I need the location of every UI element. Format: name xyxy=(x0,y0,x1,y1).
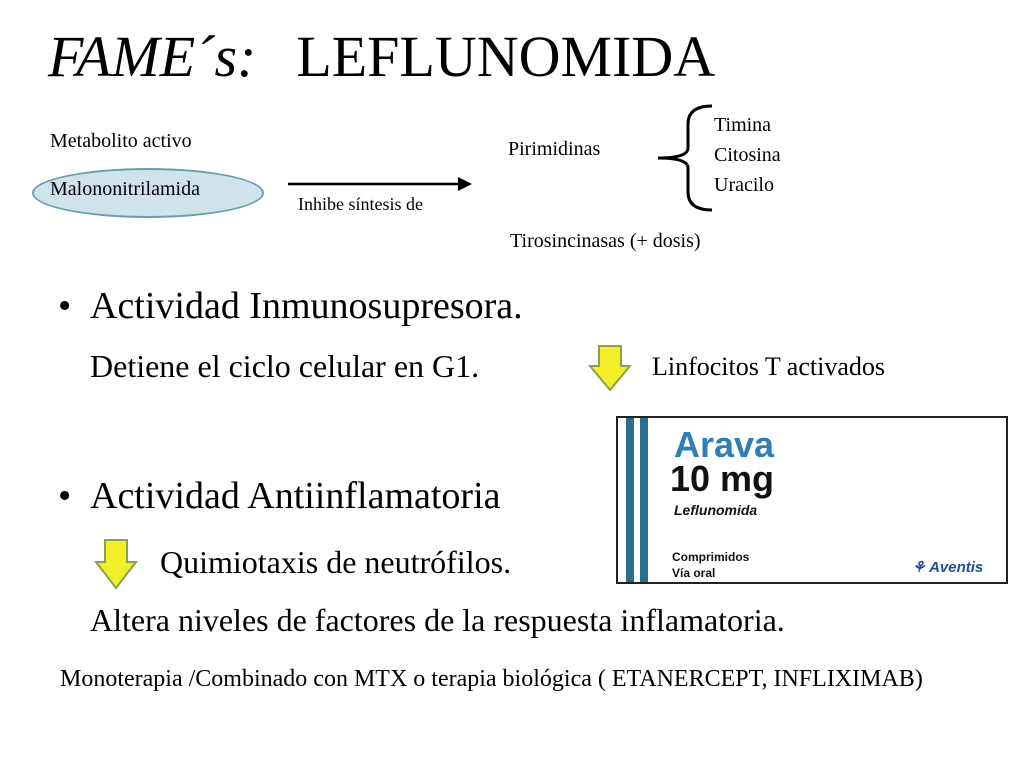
title-main: LEFLUNOMIDA xyxy=(296,24,716,89)
pyrimidine-item: Uracilo xyxy=(714,174,774,196)
cell-cycle-text: Detiene el ciclo celular en G1. xyxy=(90,348,480,384)
chemotaxis-text: Quimiotaxis de neutrófilos. xyxy=(160,544,512,580)
bullet-text: Actividad Antiinflamatoria xyxy=(90,475,501,517)
bullet-immunosuppressive: • Actividad Inmunosupresora. xyxy=(58,284,523,328)
pyrimidine-item: Timina xyxy=(714,114,772,136)
title-italic: FAME´s: xyxy=(48,24,257,89)
product-route: Vía oral xyxy=(672,566,716,580)
therapy-note: Monoterapia /Combinado con MTX o terapia… xyxy=(60,666,923,692)
tyrosine-kinases-label: Tirosincinasas (+ dosis) xyxy=(510,230,701,252)
bullet-antiinflammatory: • Actividad Antiinflamatoria xyxy=(58,474,501,518)
metabolite-name: Malononitrilamida xyxy=(50,178,200,200)
product-brand: Arava xyxy=(674,424,775,465)
arrow-label: Inhibe síntesis de xyxy=(298,194,423,214)
metabolite-label: Metabolito activo xyxy=(50,130,192,152)
maker-logo-icon: ⚘ xyxy=(912,559,930,576)
bullet-text: Actividad Inmunosupresora. xyxy=(90,285,523,327)
inhibit-arrow xyxy=(288,177,472,191)
slide-title: FAME´s:LEFLUNOMIDA xyxy=(48,28,715,86)
bullet-dot: • xyxy=(58,285,72,327)
product-form: Comprimidos xyxy=(672,550,750,564)
pyrimidine-item: Citosina xyxy=(714,144,781,166)
product-generic: Leflunomida xyxy=(674,502,758,518)
brace-icon xyxy=(657,104,713,212)
down-arrow-icon xyxy=(94,539,138,590)
down-arrow-icon xyxy=(588,345,632,392)
inflammatory-factors-text: Altera niveles de factores de la respues… xyxy=(90,602,785,638)
arava-product-image: Arava 10 mg Leflunomida Comprimidos Vía … xyxy=(616,416,1008,584)
pyrimidines-label: Pirimidinas xyxy=(508,138,601,160)
metabolite-ellipse xyxy=(32,168,264,218)
product-dose: 10 mg xyxy=(670,458,775,499)
t-lymphocytes-text: Linfocitos T activados xyxy=(652,352,885,381)
bullet-dot: • xyxy=(58,475,72,517)
product-maker: ⚘ Aventis xyxy=(912,559,984,576)
